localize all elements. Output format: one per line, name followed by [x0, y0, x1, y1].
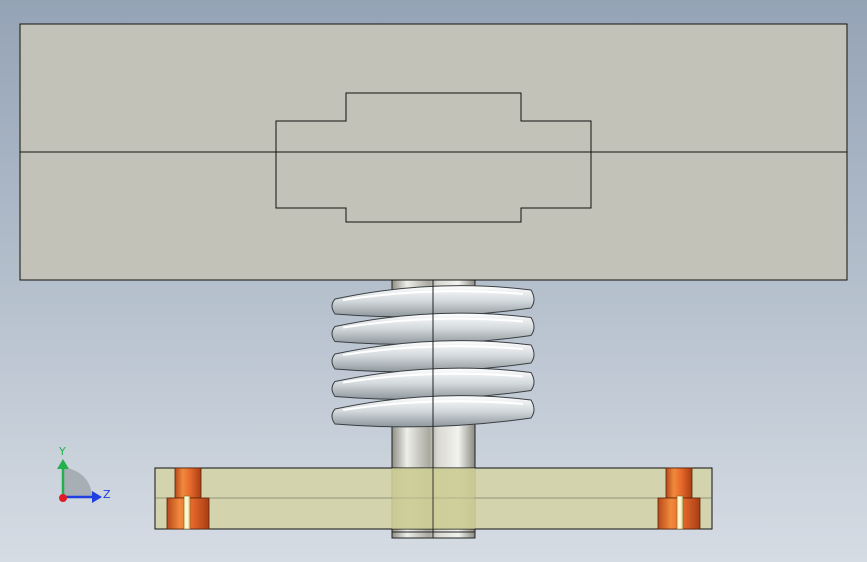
top-block	[19, 23, 848, 281]
origin-dot-icon	[59, 494, 67, 502]
y-axis-label: Y	[58, 445, 66, 458]
z-axis-label: Z	[103, 488, 111, 501]
coordinate-triad[interactable]: Y Z	[57, 445, 111, 503]
helical-spring	[331, 282, 535, 430]
plane-indicator-icon	[63, 468, 92, 497]
right-bushing	[657, 467, 701, 530]
y-arrowhead-icon	[57, 459, 69, 469]
left-bushing	[166, 467, 210, 530]
base-plate	[154, 467, 713, 530]
z-arrowhead-icon	[92, 491, 102, 503]
pocket-outline	[275, 92, 592, 223]
